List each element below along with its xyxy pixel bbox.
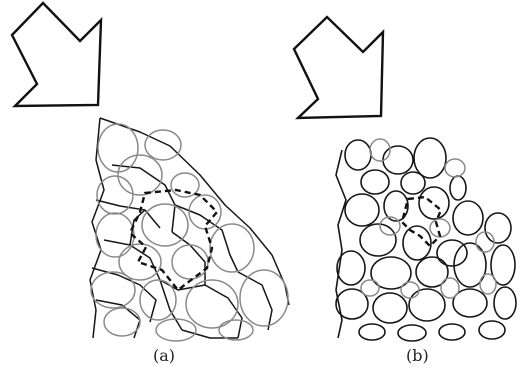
panel-a [12,3,289,341]
arrow-b [294,17,383,118]
caption-b: (b) [406,348,429,364]
grains-dark-b [336,138,516,341]
arrow-a [12,3,101,106]
caption-a: (a) [153,348,175,364]
grains-gray-a [91,124,288,341]
grains-dark-a [90,118,289,338]
panel-b [294,17,516,341]
